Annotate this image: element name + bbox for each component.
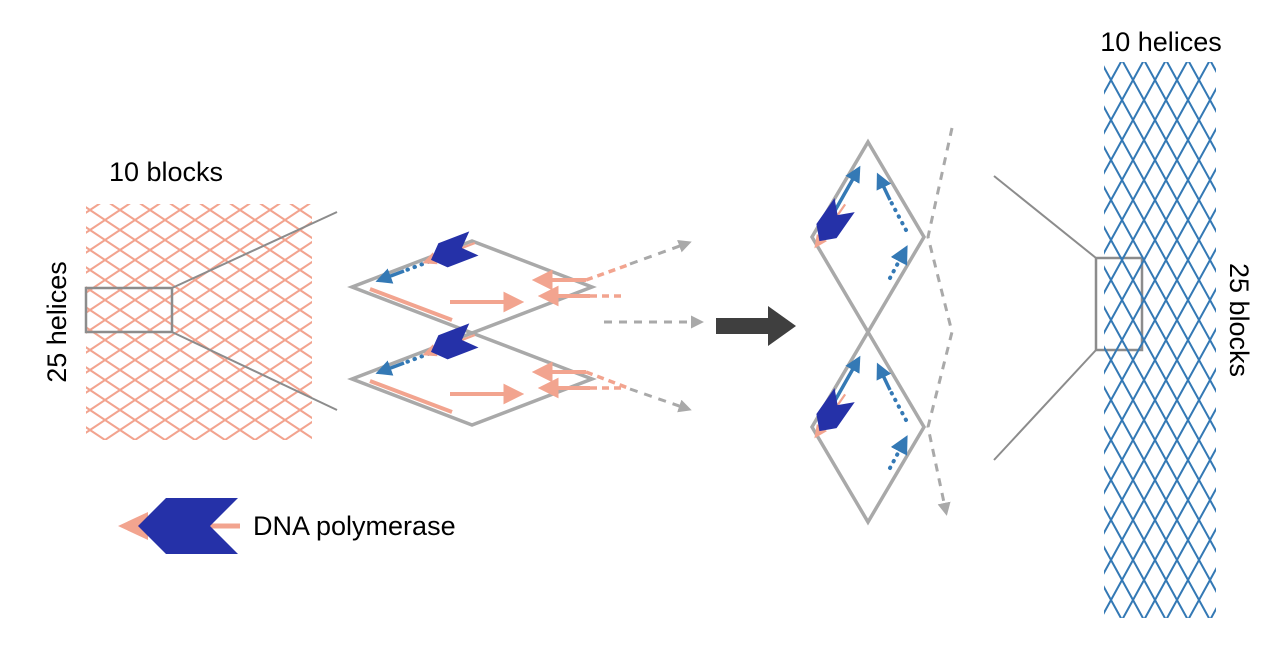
left-structure-top-label: 10 blocks <box>108 157 224 187</box>
right-dna-lattice <box>1104 62 1216 618</box>
magnified-view-left <box>352 231 704 425</box>
zoom-connector-line <box>993 175 1097 259</box>
legend-icon-group <box>118 498 240 554</box>
zoom-connector-line <box>993 349 1097 461</box>
right-structure-side-label: 25 blocks <box>1224 262 1254 378</box>
legend-label: DNA polymerase <box>253 511 456 541</box>
magnified-view-right <box>804 127 954 522</box>
right-structure-top-label: 10 helices <box>1100 27 1222 57</box>
strand-dashed-salmon-out <box>585 370 629 390</box>
dna-polymerase-icon <box>118 498 240 554</box>
zoom-connector-line <box>171 211 338 289</box>
strand-dashed-gray-arrow <box>629 239 692 266</box>
left-dna-lattice <box>86 204 312 440</box>
left-structure-side-label: 25 helices <box>42 261 72 383</box>
zoom-connector-line <box>171 331 338 411</box>
template-dashed-gray-arrow <box>926 127 954 516</box>
strand-dashed-gray-arrow <box>629 387 692 413</box>
strand-dashed-salmon-out <box>585 263 629 282</box>
process-arrow-icon <box>716 306 796 346</box>
zoom-rect-left <box>84 286 174 334</box>
